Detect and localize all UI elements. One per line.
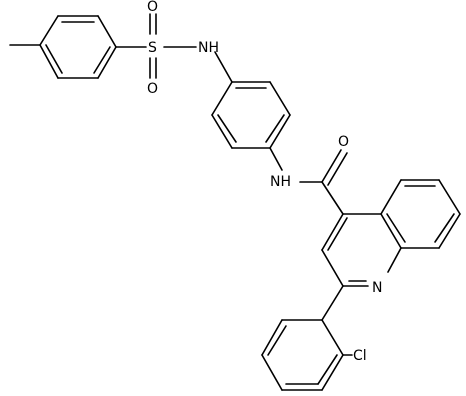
toluene-ring [9, 15, 117, 79]
quinoline-benzo-ring [380, 179, 461, 249]
oxygen-label-bottom: O [147, 81, 158, 97]
sulfonamide-nh-label: NH [198, 40, 219, 56]
quinoline-nitrogen-label: N [372, 280, 382, 296]
sulfur-label: S [148, 40, 157, 56]
oxygen-label-top: O [147, 0, 158, 15]
phenylene-ring [211, 51, 291, 149]
amide-group: NH O [269, 134, 349, 215]
chlorophenyl-ring: Cl [261, 285, 367, 391]
quinoline-pyridine-ring: N [321, 213, 402, 296]
amide-oxygen-label: O [338, 134, 349, 150]
amide-nh-label: NH [270, 174, 291, 190]
chlorine-label: Cl [353, 348, 367, 364]
sulfonyl-group: S O O NH [115, 0, 219, 97]
